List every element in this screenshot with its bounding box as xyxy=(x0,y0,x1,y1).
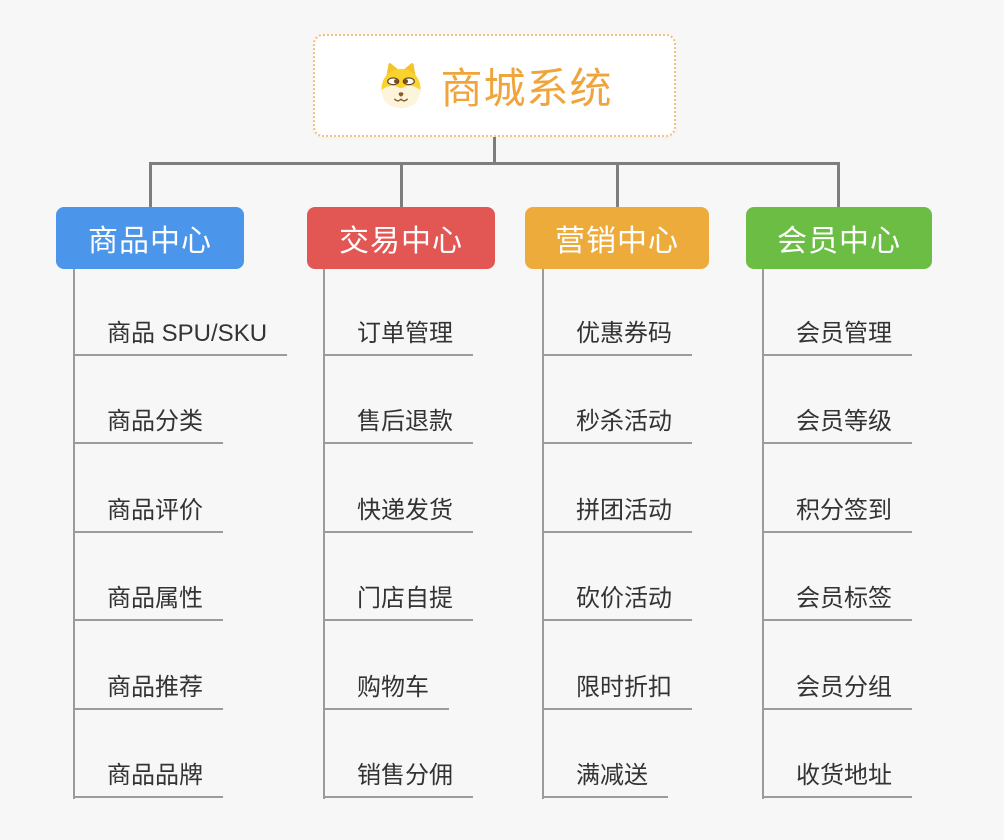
child-node[interactable]: 商品分类 xyxy=(75,408,223,444)
child-node[interactable]: 门店自提 xyxy=(325,585,473,621)
child-node[interactable]: 收货地址 xyxy=(764,762,912,798)
dog-face-icon xyxy=(381,62,422,108)
branch-node-trade[interactable]: 交易中心 xyxy=(307,207,495,269)
branch-children-trade: 订单管理 售后退款 快递发货 门店自提 购物车 销售分佣 xyxy=(323,269,473,799)
child-node[interactable]: 商品 SPU/SKU xyxy=(75,320,288,356)
connector-root-stub xyxy=(493,137,496,163)
branch-children-member: 会员管理 会员等级 积分签到 会员标签 会员分组 收货地址 xyxy=(762,269,912,799)
root-title: 商城系统 xyxy=(440,65,613,112)
child-node[interactable]: 订单管理 xyxy=(325,320,473,356)
branch-label: 交易中心 xyxy=(339,225,463,258)
child-node[interactable]: 满减送 xyxy=(544,762,668,798)
connector-bus xyxy=(149,162,840,165)
child-node[interactable]: 优惠券码 xyxy=(544,320,692,356)
child-node[interactable]: 秒杀活动 xyxy=(544,408,692,444)
child-node[interactable]: 售后退款 xyxy=(325,408,473,444)
connector-stub-marketing xyxy=(616,164,619,208)
connector-stub-member xyxy=(837,164,840,208)
branch-node-product[interactable]: 商品中心 xyxy=(56,207,244,269)
branch-children-marketing: 优惠券码 秒杀活动 拼团活动 砍价活动 限时折扣 满减送 xyxy=(542,269,692,799)
child-node[interactable]: 商品品牌 xyxy=(75,762,223,798)
branch-children-product: 商品 SPU/SKU 商品分类 商品评价 商品属性 商品推荐 商品品牌 xyxy=(73,269,288,799)
child-node[interactable]: 拼团活动 xyxy=(544,497,692,533)
child-node[interactable]: 销售分佣 xyxy=(325,762,473,798)
root-node[interactable]: 商城系统 xyxy=(313,34,676,137)
branch-label: 商品中心 xyxy=(88,225,212,258)
child-node[interactable]: 积分签到 xyxy=(764,497,912,533)
child-node[interactable]: 商品评价 xyxy=(75,497,223,533)
child-node[interactable]: 限时折扣 xyxy=(544,674,692,710)
branch-node-marketing[interactable]: 营销中心 xyxy=(525,207,709,269)
connector-stub-product xyxy=(149,164,152,208)
child-node[interactable]: 会员标签 xyxy=(764,585,912,621)
child-node[interactable]: 会员等级 xyxy=(764,408,912,444)
child-node[interactable]: 购物车 xyxy=(325,674,449,710)
branch-label: 营销中心 xyxy=(555,225,679,258)
child-node[interactable]: 砍价活动 xyxy=(544,585,692,621)
child-node[interactable]: 快递发货 xyxy=(325,497,473,533)
connector-stub-trade xyxy=(400,164,403,208)
child-node[interactable]: 会员管理 xyxy=(764,320,912,356)
branch-node-member[interactable]: 会员中心 xyxy=(746,207,932,269)
child-node[interactable]: 会员分组 xyxy=(764,674,912,710)
child-node[interactable]: 商品属性 xyxy=(75,585,223,621)
child-node[interactable]: 商品推荐 xyxy=(75,674,223,710)
branch-label: 会员中心 xyxy=(777,225,901,258)
